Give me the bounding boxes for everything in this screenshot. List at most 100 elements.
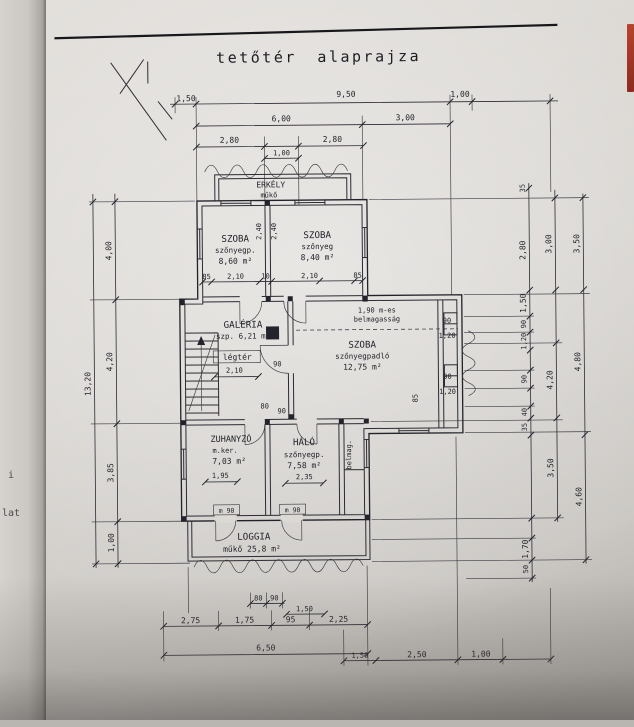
room-label-szoba-left: SZOBA: [221, 234, 249, 245]
dim-label: 4,20: [105, 352, 114, 372]
room-label-loggia: LOGGIA: [237, 531, 271, 542]
room-area-szoba-big: 12,75 m²: [343, 362, 382, 371]
left-sheet-text-fragment: i: [8, 470, 15, 481]
dim-label: 9,50: [336, 90, 356, 99]
dim-label: 90: [443, 317, 452, 325]
dim-label: 3,00: [396, 113, 416, 122]
dim-label: 2,80: [518, 240, 527, 260]
dim-label: 35: [519, 184, 527, 193]
dim-label: 90: [520, 320, 528, 329]
staircase: [185, 332, 220, 416]
dim-label: 1,70: [521, 539, 530, 559]
chimney-block: [266, 326, 280, 340]
height-note-line1: 1,90 m-es: [358, 306, 396, 314]
room-area-halo: 7,58 m²: [287, 461, 321, 470]
room-area-galeria: szp. 6,21 m²: [216, 331, 270, 340]
dim-label: 1,20: [439, 332, 456, 340]
decorative-squiggles: [193, 163, 476, 574]
room-label-galeria: GALÉRIA: [224, 318, 263, 330]
belmag-note: belmag.: [345, 440, 353, 470]
room-material-szoba-left: szőnyegp.: [215, 246, 256, 255]
dim-label: 50: [522, 565, 530, 574]
dimension-chain-lines: [92, 100, 587, 662]
dim-label: 6,00: [272, 114, 292, 123]
dim-label: 2,25: [329, 615, 349, 624]
height-note-line2: belmagasság: [354, 315, 400, 323]
dimension-ticks: [89, 97, 590, 665]
dim-label: 3,50: [546, 458, 555, 478]
door-width-mark: m 90: [285, 506, 301, 514]
dim-label: 2,80: [220, 136, 240, 145]
room-area-szoba-left: 8,60 m²: [219, 257, 253, 266]
plan-labels: tetőtér alaprajza ERKÉLY műkő SZOBA szőn…: [83, 47, 583, 660]
room-area-zuhanyzo: 7,03 m²: [212, 457, 246, 466]
dim-label: 1,50: [176, 94, 196, 103]
dim-label: 90: [520, 375, 528, 384]
dim-label: 1,00: [273, 149, 290, 157]
door-width-mark: m 90: [219, 507, 235, 515]
room-area-loggia: műkő 25,8 m²: [223, 544, 281, 554]
red-edge-sliver: [627, 24, 634, 92]
floorplan-paper: [46, 0, 634, 720]
dim-label: 10: [261, 272, 270, 280]
room-label-szoba-big: SZOBA: [348, 339, 376, 350]
room-material-halo: szőnyegp.: [284, 450, 325, 459]
dim-label: 1,75: [235, 616, 255, 625]
room-label-legter: légtér: [223, 352, 252, 362]
dim-label: 4,80: [573, 352, 582, 372]
room-label-erkely: ERKÉLY: [256, 178, 285, 189]
dim-label: 4,20: [545, 370, 554, 390]
left-sheet-text-fragment: lat: [2, 508, 21, 519]
dim-label: 90: [273, 360, 282, 368]
dim-label: 1,95: [212, 472, 229, 480]
dim-label: 3,00: [544, 234, 553, 254]
stair-arrow-head: [197, 336, 206, 346]
dim-label: 1,50: [519, 293, 528, 313]
dim-label: 80: [254, 594, 263, 602]
dim-label: 3,50: [572, 234, 581, 254]
room-label-halo: HÁLÓ: [293, 436, 315, 448]
dim-label: 95: [286, 615, 296, 624]
dim-label: 1,50: [351, 652, 368, 660]
door-swings: [215, 301, 318, 542]
dim-label: 90: [443, 373, 452, 381]
dimension-extension-lines: [88, 93, 593, 666]
dim-label: 3,85: [106, 463, 115, 483]
room-area-szoba-right: 8,40 m²: [301, 253, 335, 262]
dim-label: 2,40: [255, 223, 263, 240]
dim-label: 2,10: [227, 273, 244, 281]
dim-label: 4,00: [104, 241, 113, 261]
room-material-szoba-right: szőnyeg: [301, 242, 333, 251]
dim-label: 1,00: [107, 533, 116, 553]
dim-label: 2,80: [323, 135, 343, 144]
dim-label: 2,35: [296, 473, 313, 481]
wall-fills: [179, 200, 370, 522]
dim-label: 2,10: [301, 272, 318, 280]
windows: [181, 199, 459, 480]
page-title: tetőtér alaprajza: [216, 47, 421, 67]
room-label-szoba-right: SZOBA: [303, 230, 331, 241]
dim-label: 1,20: [520, 333, 528, 350]
dim-label: 1,00: [471, 649, 491, 658]
dim-label: 13,20: [83, 372, 92, 396]
dim-label: 4,60: [574, 487, 583, 507]
dim-label: 85: [353, 272, 362, 280]
dim-label: 40: [521, 408, 529, 417]
room-material-szoba-big: szőnyegpadló: [335, 351, 390, 360]
underlying-sheet: i lat: [0, 0, 47, 720]
dim-label: 85: [202, 273, 211, 281]
dim-label: 2,50: [407, 650, 427, 659]
room-label-zuhanyzo: ZUHANYZÓ: [210, 433, 251, 445]
dim-label: 80: [260, 402, 269, 410]
dim-label: 35: [521, 423, 529, 432]
dim-label: 6,50: [256, 643, 276, 652]
dim-label: 90: [270, 594, 279, 602]
dim-label: 90: [277, 407, 286, 415]
dim-label: 2,10: [226, 367, 243, 375]
dim-label: 85: [412, 394, 420, 403]
room-material-zuhanyzo: m.ker.: [212, 447, 237, 455]
dim-label: 1,20: [439, 388, 456, 396]
dim-label: 1,00: [450, 90, 470, 99]
dim-label: 2,40: [270, 223, 278, 240]
